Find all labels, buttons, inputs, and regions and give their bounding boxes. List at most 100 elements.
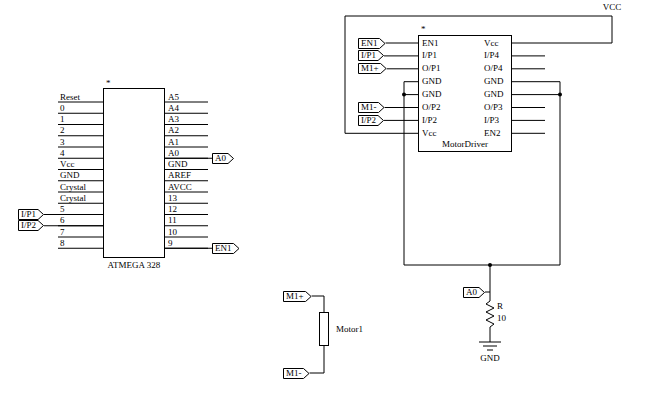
pin-stub	[58, 237, 103, 238]
driver-pins	[512, 56, 545, 133]
pin-stub	[58, 147, 103, 148]
pin-name: 0	[60, 103, 65, 114]
net-name: EN1	[215, 243, 232, 254]
wire	[312, 296, 324, 312]
net-name: M1+	[286, 291, 304, 302]
pin-name: Vcc	[484, 38, 499, 49]
pin-name: 11	[168, 215, 177, 226]
pin-stub	[165, 113, 208, 114]
wire	[404, 94, 418, 95]
net-tag: EN1	[358, 38, 386, 49]
pin-name: EN2	[484, 128, 501, 139]
pin-name: AREF	[168, 170, 191, 181]
pin-name: GND	[484, 76, 504, 87]
pin-stub	[165, 192, 208, 193]
pin-name: A5	[168, 92, 179, 103]
pin-name: O/P3	[484, 102, 503, 113]
pin-stub	[58, 192, 103, 193]
pin-stub	[58, 113, 103, 114]
net-tag: M1+	[283, 291, 312, 302]
pin-stub	[58, 158, 103, 159]
pin-name: A2	[168, 125, 179, 136]
net-tag: M1-	[283, 368, 310, 379]
pin-name: I/P2	[422, 115, 437, 126]
wire	[165, 248, 212, 249]
pin-name: GND	[168, 159, 188, 170]
wire	[44, 225, 103, 226]
supply-label: GND	[480, 353, 500, 364]
pin-name: Reset	[60, 92, 80, 103]
pin-stub	[165, 102, 208, 103]
wire	[485, 292, 490, 293]
pin-stub	[512, 56, 545, 133]
pin-name: O/P2	[422, 102, 441, 113]
pin-stub	[165, 225, 208, 226]
wire	[490, 332, 491, 342]
pin-stub	[165, 180, 208, 181]
net-tag: M1-	[358, 102, 385, 113]
pin-name: GND	[484, 89, 504, 100]
pin-name: Crystal	[60, 182, 86, 193]
pin-stub	[165, 237, 208, 238]
net-tag: M1+	[358, 63, 387, 74]
pin-name: GND	[422, 76, 442, 87]
motor-symbol: Motor1	[319, 312, 329, 346]
net-name: M1-	[361, 102, 377, 113]
pin-name: I/P3	[484, 115, 499, 126]
pin-name: 7	[60, 227, 65, 238]
pin-name: 1	[60, 114, 65, 125]
pin-name: 13	[168, 193, 177, 204]
net-tag: I/P2	[358, 115, 384, 126]
part-value: 10	[497, 313, 506, 324]
pin-name: AVCC	[168, 182, 192, 193]
wire	[387, 68, 418, 69]
pin-name: 4	[60, 148, 65, 159]
pin-name: 12	[168, 204, 177, 215]
net-name: M1-	[286, 368, 302, 379]
pin-stub	[58, 248, 103, 249]
pin-name: 6	[60, 215, 65, 226]
pin-name: EN1	[422, 38, 439, 49]
net-name: M1+	[361, 63, 379, 74]
part-name: MotorDriver	[419, 139, 511, 150]
wire	[385, 107, 419, 108]
part-name: ATMEGA 328	[94, 260, 174, 271]
pin-stub	[165, 214, 208, 215]
ic-package: ATMEGA 328	[103, 88, 165, 258]
pin-name: I/P1	[422, 50, 437, 61]
pin-stub	[58, 203, 103, 204]
wire	[386, 43, 419, 44]
pin-name: 8	[60, 238, 65, 249]
wire	[310, 346, 325, 373]
net-tag: EN1	[212, 243, 240, 254]
wire	[384, 55, 418, 56]
pin-one-mark: *	[106, 78, 111, 89]
pin-name: Vcc	[60, 159, 75, 170]
pin-stub	[58, 124, 103, 125]
net-name: A0	[215, 153, 226, 164]
pin-name: GND	[422, 89, 442, 100]
pin-name: O/P4	[484, 63, 503, 74]
part-name: R	[497, 301, 503, 312]
wire	[490, 265, 491, 298]
pin-stub	[165, 124, 208, 125]
pin-name: 9	[168, 238, 173, 249]
pin-name: I/P4	[484, 50, 499, 61]
pin-name: A0	[168, 148, 179, 159]
net-name: I/P1	[21, 209, 36, 220]
pin-name: O/P1	[422, 63, 441, 74]
pin-name: 5	[60, 204, 65, 215]
pin-name: Crystal	[60, 193, 86, 204]
pin-stub	[58, 135, 103, 136]
supply-label: VCC	[603, 2, 622, 13]
pin-name: 10	[168, 227, 177, 238]
junction-dot	[402, 93, 406, 97]
net-name: I/P2	[361, 115, 376, 126]
pin-stub	[58, 102, 103, 103]
net-tag: A0	[463, 287, 485, 298]
wire	[512, 94, 560, 95]
pin-name: 3	[60, 137, 65, 148]
resistor-zigzag	[484, 298, 496, 332]
